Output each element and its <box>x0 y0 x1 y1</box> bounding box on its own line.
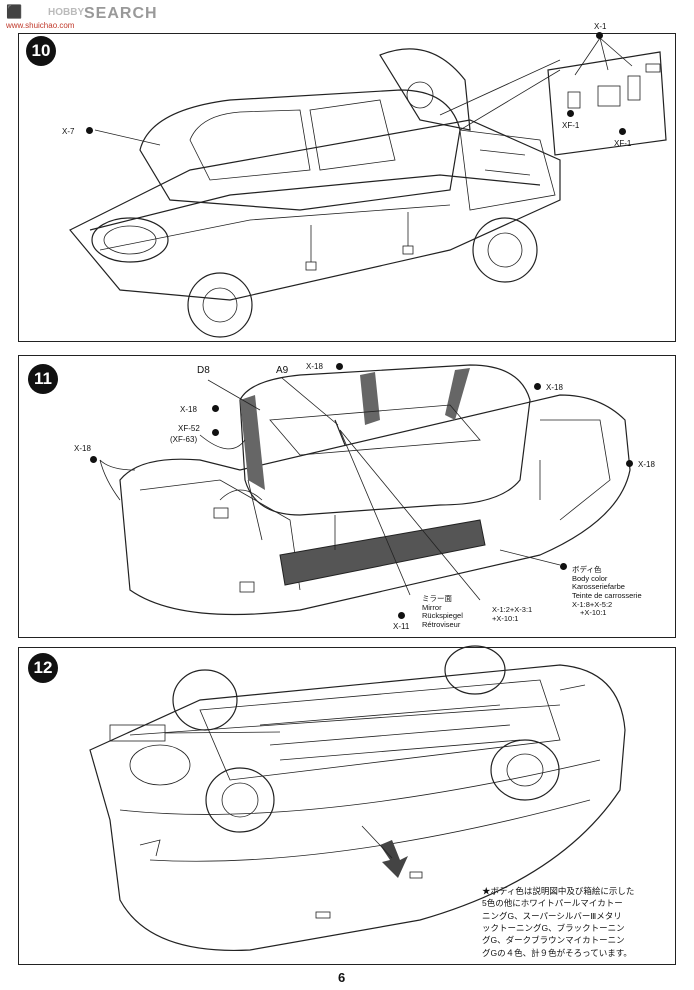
label-x18-far-left: X-18 <box>74 444 91 453</box>
label-xf63: (XF-63) <box>170 435 198 444</box>
screw-xf52-marker <box>212 429 219 436</box>
label-xf1a: XF-1 <box>562 121 580 130</box>
step-number-11: 11 <box>28 364 58 394</box>
label-x18-left: X-18 <box>180 405 197 414</box>
watermark-logo: ⬛ <box>6 4 23 19</box>
label-x1: X-1 <box>594 22 607 31</box>
mirror-color-block: ミラー面 Mirror Rückspiegel Rétroviseur <box>422 594 463 630</box>
screw-x18-far-left-marker <box>90 456 97 463</box>
step-11-panel <box>18 355 676 638</box>
label-x18-top: X-18 <box>306 362 323 371</box>
watermark-hobby: HOBBY <box>48 7 85 18</box>
label-xf52: XF-52 <box>178 424 200 433</box>
page-number: 6 <box>338 970 346 985</box>
step-number-12: 12 <box>28 653 58 683</box>
body-color-marker <box>560 563 567 570</box>
mirror-en: Mirror <box>422 602 442 612</box>
body-color-mix1: X-1:8+X-5:2 <box>572 599 613 609</box>
mirror-jp: ミラー面 <box>422 594 452 603</box>
mirror-fr: Rétroviseur <box>422 619 461 629</box>
watermark-text: SEARCH <box>84 5 158 22</box>
screw-x18-top-marker <box>336 363 343 370</box>
label-x18-right: X-18 <box>638 460 655 469</box>
screw-x1-marker <box>596 32 603 39</box>
screw-x7-marker <box>86 127 93 134</box>
mirror-mix: X-1:2+X-3:1 +X-10:1 <box>492 605 533 623</box>
label-d8: D8 <box>197 365 210 376</box>
screw-x18-right-top-marker <box>534 383 541 390</box>
watermark-url: www.shuichao.com <box>6 21 75 30</box>
body-color-jp: ボディ色 <box>572 565 602 574</box>
body-color-block: ボディ色 Body color Karosseriefarbe Teinte d… <box>572 565 642 618</box>
label-x18-right-top: X-18 <box>546 383 563 392</box>
label-a9: A9 <box>276 365 289 376</box>
step-number-10: 10 <box>26 36 56 66</box>
label-x11: X-11 <box>393 622 410 631</box>
body-color-mix2: +X-10:1 <box>580 608 607 618</box>
screw-xf1b-marker <box>619 128 626 135</box>
body-color-en: Body color <box>572 573 608 583</box>
body-color-de: Karosseriefarbe <box>572 582 625 592</box>
screw-xf1a-marker <box>567 110 574 117</box>
label-xf1b: XF-1 <box>614 139 632 148</box>
label-x7: X-7 <box>62 127 75 136</box>
body-color-fr: Teinte de carrosserie <box>572 590 642 600</box>
screw-x18-left-marker <box>212 405 219 412</box>
step-12-body-color-note: ★ボディ色は説明図中及び箱絵に示した 5色の他にホワイトパールマイカトー ニング… <box>482 886 635 958</box>
screw-x11-marker <box>398 612 405 619</box>
screw-x18-right-marker <box>626 460 633 467</box>
mirror-de: Rückspiegel <box>422 611 463 621</box>
